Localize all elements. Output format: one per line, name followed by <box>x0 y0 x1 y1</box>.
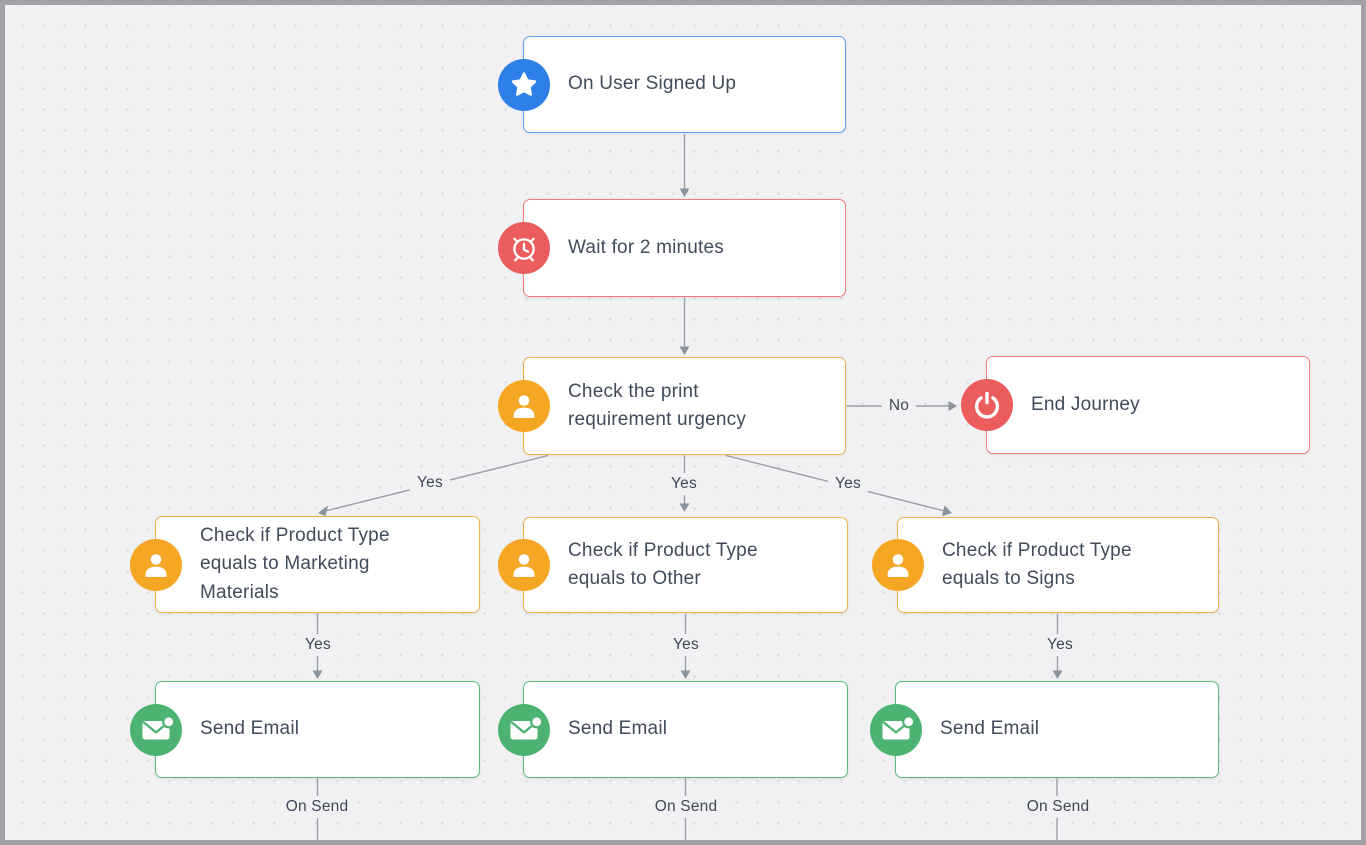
node-check-type-marketing-materials[interactable]: Check if Product Type equals to Marketin… <box>130 516 480 613</box>
node-label: Send Email <box>200 718 300 740</box>
node-send-email-signs[interactable]: Send Email <box>870 681 1219 778</box>
node-label: Send Email <box>568 718 668 740</box>
flow-stage: No Yes Yes Yes Yes Yes Yes On Send On Se… <box>5 5 1361 840</box>
node-check-print-urgency[interactable]: Check the print requirement urgency <box>498 357 846 455</box>
node-label: Send Email <box>940 718 1040 740</box>
email-icon <box>130 703 182 756</box>
node-wait-2-minutes[interactable]: Wait for 2 minutes <box>498 199 846 297</box>
edge-urgency-to-marketing <box>323 454 549 513</box>
node-label: On User Signed Up <box>568 73 737 95</box>
user-icon <box>872 539 924 591</box>
user-icon <box>498 539 550 591</box>
flow-canvas: No Yes Yes Yes Yes Yes Yes On Send On Se… <box>5 5 1361 840</box>
email-icon <box>870 703 922 756</box>
edge-urgency-to-signs <box>725 454 947 513</box>
email-icon <box>498 703 550 756</box>
star-icon <box>498 58 550 111</box>
user-icon <box>498 380 550 432</box>
node-label: Wait for 2 minutes <box>568 236 724 258</box>
alarm-clock-icon <box>498 222 550 274</box>
node-trigger-on-user-signed-up[interactable]: On User Signed Up <box>498 36 846 133</box>
node-label: Check if Product Type equals to Marketin… <box>200 524 390 603</box>
node-check-type-other[interactable]: Check if Product Type equals to Other <box>498 517 848 613</box>
user-icon <box>130 538 182 591</box>
edge-arrowheads <box>312 188 1063 679</box>
node-label: End Journey <box>1031 393 1140 415</box>
node-label: Check the print requirement urgency <box>568 380 747 431</box>
node-label: Check if Product Type equals to Signs <box>942 539 1132 590</box>
node-check-type-signs[interactable]: Check if Product Type equals to Signs <box>872 517 1219 613</box>
node-send-email-other[interactable]: Send Email <box>498 681 848 778</box>
node-end-journey[interactable]: End Journey <box>961 356 1310 454</box>
node-label: Check if Product Type equals to Other <box>568 539 758 590</box>
node-send-email-marketing[interactable]: Send Email <box>130 681 480 778</box>
power-icon <box>961 379 1013 431</box>
